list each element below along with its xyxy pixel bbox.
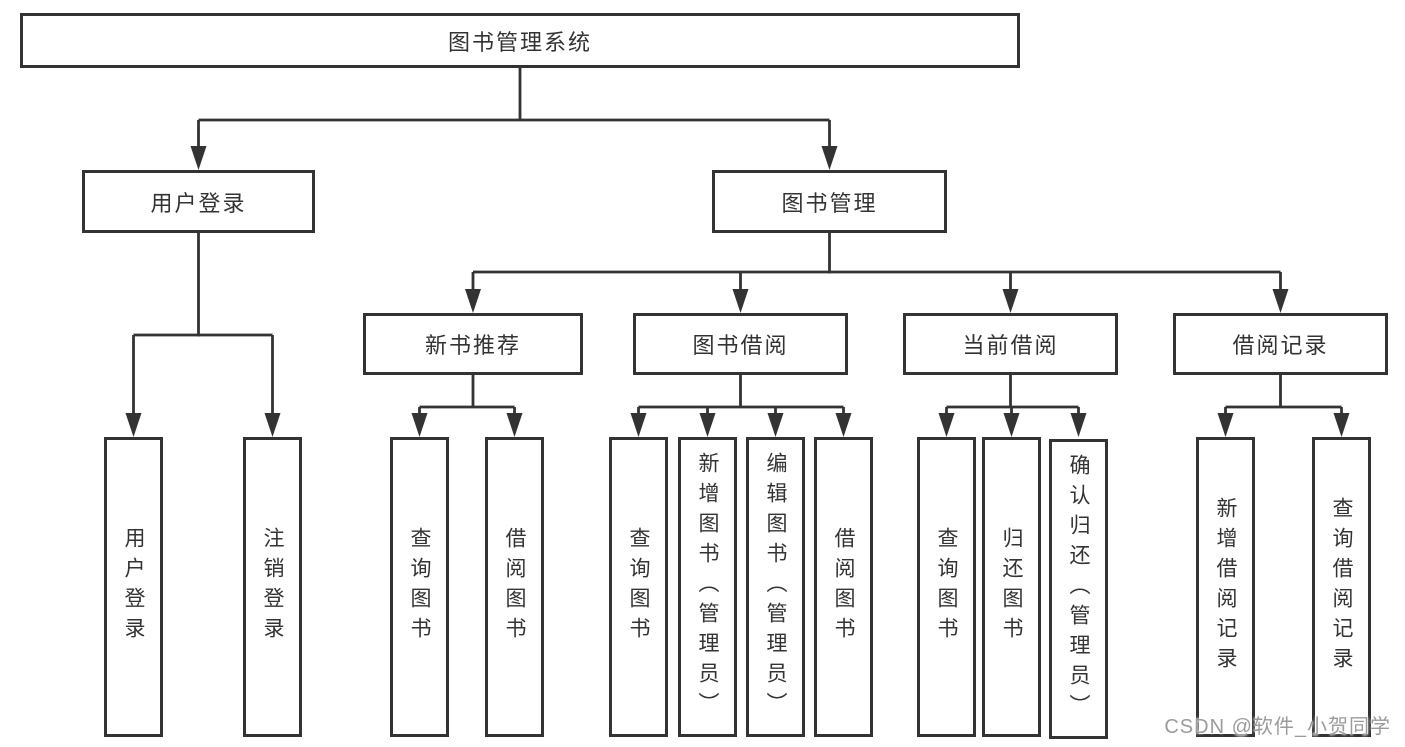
node-label: 借阅记录	[1232, 333, 1329, 358]
node-book-borrowing: 图书借阅	[633, 313, 848, 375]
leaf-nb-borrow-books: 借阅图书	[485, 437, 544, 737]
leaf-cb-return-books: 归还图书	[982, 437, 1041, 737]
node-label: 查询图书	[627, 527, 650, 647]
leaf-cb-confirm-return-admin: 确认归还（管理员）	[1049, 439, 1108, 739]
edge-book-management-to-level2	[465, 233, 1289, 313]
node-label: 注销登录	[261, 527, 284, 647]
edge-current-borrowing-to-leaves	[938, 375, 1087, 437]
node-label: 查询图书	[935, 527, 958, 647]
edge-user-login-to-leaves	[125, 233, 281, 437]
leaf-bb-borrow-books: 借阅图书	[814, 437, 873, 737]
node-book-management: 图书管理	[712, 170, 947, 233]
node-label: 当前借阅	[962, 333, 1059, 358]
node-label: 借阅图书	[832, 527, 855, 647]
node-new-book-recommendation: 新书推荐	[363, 313, 583, 375]
leaf-bb-edit-books-admin: 编辑图书（管理员）	[746, 437, 805, 737]
leaf-bb-add-books-admin: 新增图书（管理员）	[678, 437, 737, 737]
node-label: 编辑图书（管理员）	[764, 452, 787, 722]
node-label: 确认归还（管理员）	[1067, 454, 1090, 724]
node-label: 查询图书	[408, 527, 431, 647]
leaf-br-add-borrow-record: 新增借阅记录	[1196, 437, 1255, 737]
node-label: 新书推荐	[424, 333, 521, 358]
node-current-borrowing: 当前借阅	[903, 313, 1118, 375]
edge-book-borrowing-to-leaves	[630, 375, 852, 437]
node-label: 借阅图书	[503, 527, 526, 647]
node-book-management-system: 图书管理系统	[20, 13, 1020, 68]
edge-root-to-level1	[190, 68, 838, 170]
node-label: 新增借阅记录	[1214, 497, 1237, 677]
leaf-br-query-borrow-record: 查询借阅记录	[1312, 437, 1371, 737]
edge-borrowing-records-to-leaves	[1217, 375, 1350, 437]
node-borrowing-records: 借阅记录	[1173, 313, 1388, 375]
node-label: 图书管理系统	[447, 29, 592, 55]
leaf-logout: 注销登录	[243, 437, 302, 737]
node-label: 用户登录	[150, 190, 247, 216]
leaf-user-login: 用户登录	[104, 437, 163, 737]
node-label: 用户登录	[122, 527, 145, 647]
node-user-login: 用户登录	[82, 170, 315, 233]
node-label: 查询借阅记录	[1330, 497, 1353, 677]
node-label: 图书管理	[781, 190, 878, 216]
node-label: 图书借阅	[692, 333, 789, 358]
leaf-cb-query-books: 查询图书	[917, 437, 976, 737]
leaf-nb-query-books: 查询图书	[390, 437, 449, 737]
watermark: CSDN @软件_小贺同学	[1164, 716, 1391, 738]
edge-new-book-recommendation-to-leaves	[411, 375, 523, 437]
node-label: 归还图书	[1000, 527, 1023, 647]
leaf-bb-query-books: 查询图书	[609, 437, 668, 737]
node-label: 新增图书（管理员）	[696, 452, 719, 722]
